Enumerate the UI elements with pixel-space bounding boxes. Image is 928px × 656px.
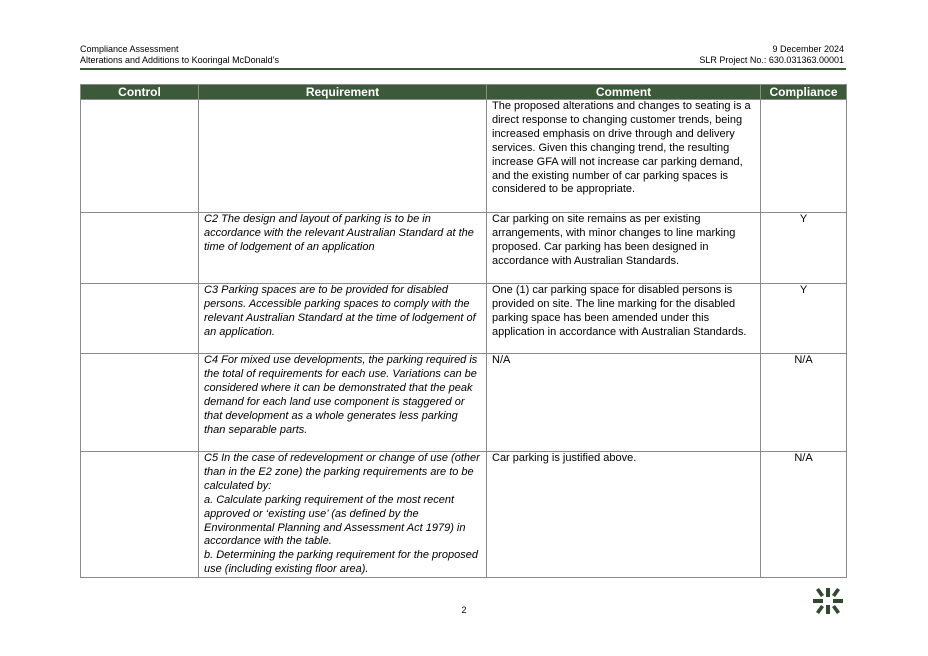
table-row: C4 For mixed use developments, the parki… bbox=[80, 353, 847, 452]
project-number: SLR Project No.: 630.031363.00001 bbox=[699, 55, 844, 65]
requirement-text: C4 For mixed use developments, the parki… bbox=[204, 354, 478, 436]
header-left: Compliance Assessment Alterations and Ad… bbox=[80, 44, 279, 66]
document-date: 9 December 2024 bbox=[772, 44, 844, 54]
compliance-cell: Y bbox=[760, 283, 847, 354]
comment-cell: The proposed alterations and changes to … bbox=[486, 99, 761, 213]
header-divider bbox=[80, 68, 846, 70]
compliance-cell: N/A bbox=[760, 353, 847, 452]
comment-cell: Car parking is justified above. bbox=[486, 450, 761, 579]
compliance-cell: Y bbox=[760, 212, 847, 284]
column-header-requirement: Requirement bbox=[198, 84, 487, 100]
slr-starburst-logo-icon bbox=[813, 588, 843, 614]
comment-cell: Car parking on site remains as per exist… bbox=[486, 212, 761, 284]
requirement-text: C2 The design and layout of parking is t… bbox=[204, 213, 474, 253]
column-header-comment: Comment bbox=[486, 84, 761, 100]
compliance-table: Control Requirement Comment Compliance T… bbox=[80, 84, 847, 579]
compliance-cell: N/A bbox=[760, 450, 847, 579]
requirement-cell: C5 In the case of redevelopment or chang… bbox=[198, 450, 487, 579]
table-row: C2 The design and layout of parking is t… bbox=[80, 212, 847, 284]
table-row: C5 In the case of redevelopment or chang… bbox=[80, 450, 847, 579]
requirement-cell: C4 For mixed use developments, the parki… bbox=[198, 353, 487, 452]
requirement-text: b. Determining the parking requirement f… bbox=[204, 549, 478, 576]
requirement-cell: C2 The design and layout of parking is t… bbox=[198, 212, 487, 284]
column-header-compliance: Compliance bbox=[760, 84, 847, 100]
requirement-text: C3 Parking spaces are to be provided for… bbox=[204, 284, 476, 338]
requirement-cell bbox=[198, 99, 487, 213]
control-cell bbox=[80, 283, 199, 354]
table-row: C3 Parking spaces are to be provided for… bbox=[80, 283, 847, 354]
requirement-text: C5 In the case of redevelopment or chang… bbox=[204, 452, 480, 492]
document-title: Compliance Assessment bbox=[80, 44, 179, 54]
project-title: Alterations and Additions to Kooringal M… bbox=[80, 55, 279, 65]
page-number: 2 bbox=[461, 605, 467, 615]
requirement-text: a. Calculate parking requirement of the … bbox=[204, 493, 466, 548]
table-header-row: Control Requirement Comment Compliance bbox=[80, 84, 847, 100]
compliance-cell bbox=[760, 99, 847, 213]
requirement-cell: C3 Parking spaces are to be provided for… bbox=[198, 283, 487, 354]
control-cell bbox=[80, 212, 199, 284]
table-row: The proposed alterations and changes to … bbox=[80, 99, 847, 213]
comment-cell: One (1) car parking space for disabled p… bbox=[486, 283, 761, 354]
control-cell bbox=[80, 450, 199, 579]
comment-cell: N/A bbox=[486, 353, 761, 452]
control-cell bbox=[80, 99, 199, 213]
column-header-control: Control bbox=[80, 84, 199, 100]
control-cell bbox=[80, 353, 199, 452]
header-right: 9 December 2024 SLR Project No.: 630.031… bbox=[699, 44, 844, 66]
